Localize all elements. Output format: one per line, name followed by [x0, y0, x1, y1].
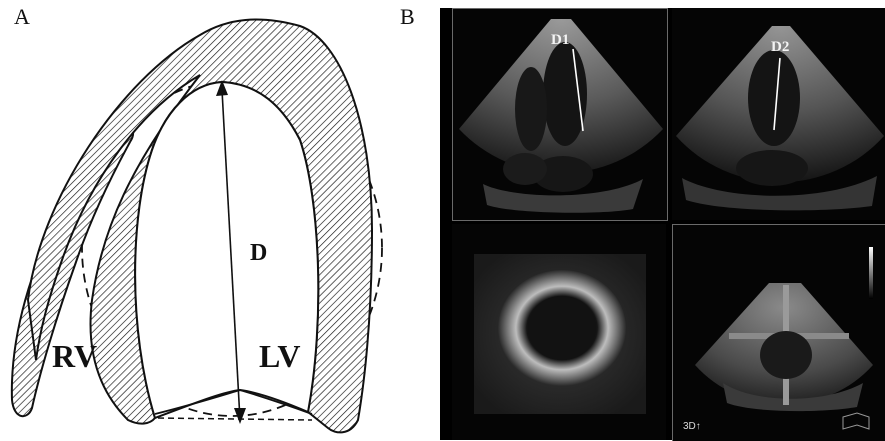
rv-label: RV [52, 338, 97, 375]
echo-two-chamber-view: D2 [672, 8, 885, 220]
echo-four-chamber-view: D1 [452, 8, 668, 221]
mode-3d-label: 3D↑ [683, 421, 701, 432]
d2-label: D2 [771, 39, 789, 56]
d1-label: D1 [551, 32, 569, 49]
echo-panel: D1 D2 [440, 8, 885, 440]
panel-b-letter: B [400, 4, 415, 30]
lv-label: LV [259, 338, 301, 375]
echo-short-axis-view [452, 224, 666, 440]
echo-3d-view: 3D↑ [672, 224, 885, 441]
d-label: D [250, 240, 267, 267]
base-dashed-line [158, 418, 312, 420]
